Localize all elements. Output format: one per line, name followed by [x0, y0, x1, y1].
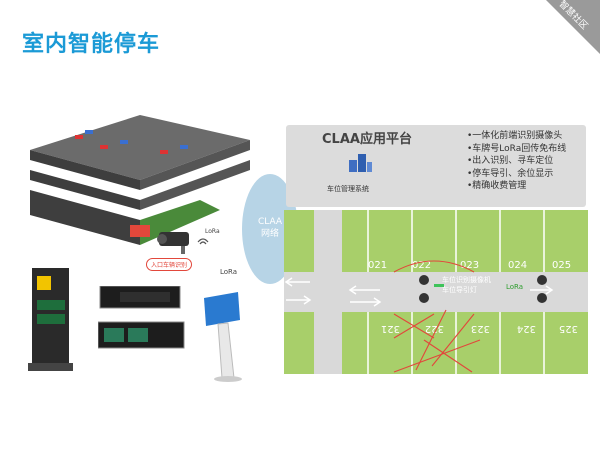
feature-item: •车牌号LoRa回传免布线 [467, 143, 567, 154]
claa-network-line1: CLAA [257, 217, 283, 227]
slot-top-021: 021 [368, 260, 387, 271]
claa-network-label: CLAA 网络 [242, 216, 298, 240]
slot-top-025: 025 [552, 260, 571, 271]
slot-bottom-322: 322 [425, 323, 444, 334]
parking-garage-illustration [30, 115, 250, 245]
bay-cameras [419, 275, 547, 303]
slot-top-023: 023 [460, 260, 479, 271]
kiosk-terminal [204, 292, 242, 382]
platform-subtitle: 车位管理系统 [327, 185, 369, 193]
claa-network-line2: 网络 [260, 229, 279, 239]
slide-title: 室内智能停车 [22, 32, 161, 57]
guidance-display-board [28, 268, 73, 371]
indicator-panels [98, 286, 185, 349]
slot-bottom-323: 323 [471, 323, 490, 334]
feature-item: •出入识别、寻车定位 [467, 156, 554, 166]
feature-list: •一体化前端识别摄像头 •车牌号LoRa回传免布线 •出入识别、寻车定位 •停车… [467, 130, 566, 193]
corner-badge [546, 0, 600, 54]
entry-camera-label: 入口车辆识别 [146, 258, 193, 271]
slot-bottom-325: 325 [559, 323, 578, 334]
bay-label-line1: 车位识别摄像机 [442, 275, 491, 284]
parking-layout: 021 022 023 024 025 321 322 323 324 325 … [284, 210, 588, 374]
lora-label-1: LoRa [205, 228, 220, 235]
platform-title: CLAA应用平台 [322, 132, 412, 147]
bay-lora-label: LoRa [506, 283, 523, 291]
platform-panel [286, 125, 586, 207]
slot-top-024: 024 [508, 260, 527, 271]
bay-label-line2: 车位导引灯 [442, 285, 477, 294]
feature-item: •一体化前端识别摄像头 [467, 131, 563, 141]
slot-top-022: 022 [412, 260, 431, 271]
server-cluster-icon [349, 154, 372, 172]
wifi-signal-icon [197, 238, 209, 245]
entry-camera-icon [157, 232, 189, 254]
slot-bottom-324: 324 [517, 323, 536, 334]
feature-item: •停车导引、余位显示 [467, 168, 554, 179]
feature-item: •精确收费管理 [467, 181, 527, 191]
slot-bottom-321: 321 [381, 323, 400, 334]
lora-label-2: LoRa [220, 268, 238, 276]
